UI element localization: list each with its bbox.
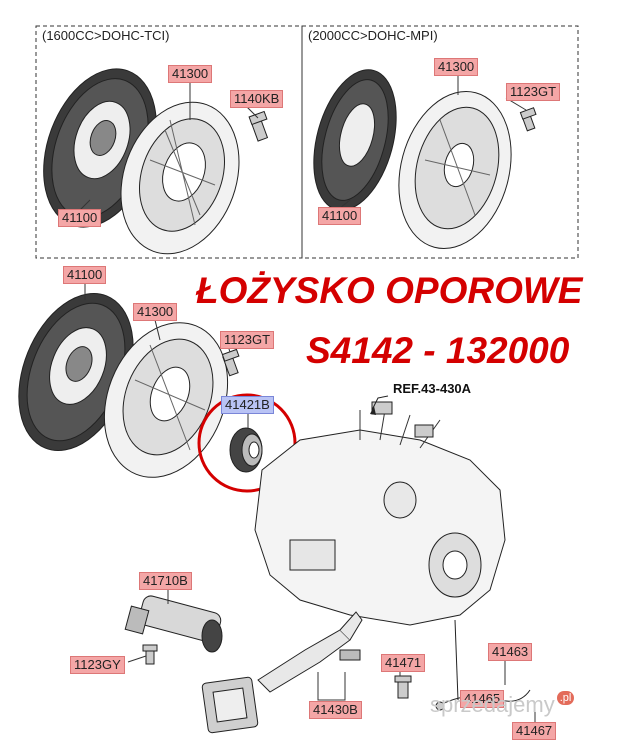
callout-1140kb: 1140KB	[230, 90, 284, 108]
release-cylinder	[124, 595, 223, 653]
watermark: sprzedajemy.pl	[430, 691, 575, 718]
callout-41430b: 41430B	[309, 701, 362, 719]
bolt-left	[248, 110, 269, 142]
callout-41100-main: 41100	[63, 266, 107, 284]
watermark-badge: .pl	[556, 691, 575, 705]
callout-41421b: 41421B	[221, 396, 274, 414]
callout-41300-main: 41300	[133, 303, 178, 321]
release-bearing	[229, 427, 263, 473]
release-fork	[257, 611, 363, 693]
gearbox-housing	[254, 401, 506, 626]
callout-41471: 41471	[381, 654, 426, 672]
bolt-right	[519, 107, 537, 132]
callout-41467: 41467	[512, 722, 557, 740]
pressure-plate-right	[398, 90, 512, 250]
headline-line1: ŁOŻYSKO OPOROWE	[196, 270, 583, 311]
watermark-text: sprzedajemy	[430, 692, 555, 717]
frame-title-2000cc: (2000CC>DOHC-MPI)	[308, 28, 438, 43]
reference-label: REF.43-430A	[393, 381, 472, 396]
pressure-plate-left	[120, 101, 240, 255]
bracket	[201, 676, 259, 734]
callout-41300-left: 41300	[168, 65, 213, 83]
bearing-highlight-circle	[197, 393, 297, 493]
fitting-41471	[394, 675, 412, 699]
clutch-disc-right	[313, 69, 397, 211]
headline-line2: S4142 - 132000	[306, 330, 570, 371]
callout-41100-right: 41100	[318, 207, 362, 225]
pressure-plate-main	[103, 322, 229, 478]
frame-title-1600cc: (1600CC>DOHC-TCI)	[42, 28, 170, 43]
callout-41465: 41465	[460, 690, 505, 708]
frame-right	[301, 25, 579, 259]
callout-41300-right: 41300	[434, 58, 479, 76]
callout-1123gt-main: 1123GT	[220, 331, 275, 349]
callout-41463: 41463	[488, 643, 533, 661]
bolt-main	[221, 348, 240, 377]
callout-41710b: 41710B	[139, 572, 192, 590]
cylinder-bolt	[142, 644, 158, 665]
callout-41100-left: 41100	[58, 209, 102, 227]
callout-1123gt-right: 1123GT	[506, 83, 561, 101]
callout-1123gy: 1123GY	[70, 656, 125, 674]
